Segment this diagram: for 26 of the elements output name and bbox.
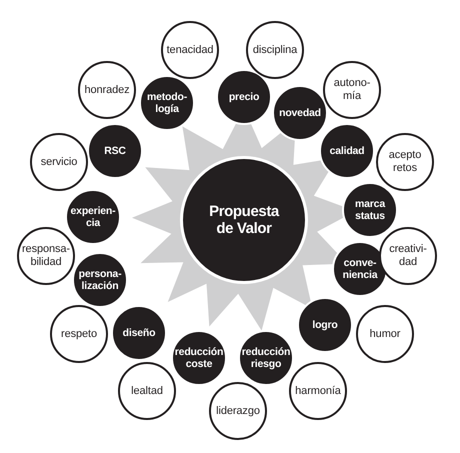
concept-circle: creativi- dad (379, 227, 437, 285)
concept-circle: calidad (319, 123, 375, 179)
concept-circle: autono- mía (323, 61, 381, 119)
concept-circle: RSC (87, 123, 143, 179)
concept-circle: reducción riesgo (238, 330, 294, 386)
concept-circle: persona- lización (72, 252, 128, 308)
concept-circle: responsa- bilidad (17, 227, 75, 285)
concept-circle: precio (216, 69, 272, 125)
concept-circle: respeto (50, 305, 108, 363)
concept-circle: conve- niencia (332, 241, 388, 297)
concept-circle: marca status (342, 182, 398, 238)
concept-circle: humor (356, 305, 414, 363)
concept-circle: reducción coste (171, 330, 227, 386)
concept-circle: tenacidad (161, 21, 219, 79)
concept-circle: novedad (272, 85, 328, 141)
concept-circle: logro (297, 297, 353, 353)
concept-circle: disciplina (246, 21, 304, 79)
concept-circle: honradez (78, 61, 136, 119)
concept-circle: metodo- logía (139, 75, 195, 131)
concept-circle: liderazgo (209, 382, 267, 440)
concept-circle: acepto retos (376, 133, 434, 191)
concept-circle: lealtad (118, 362, 176, 420)
concept-circle: harmonía (289, 362, 347, 420)
concept-circle: experien- cia (65, 189, 121, 245)
concept-circle: servicio (30, 133, 88, 191)
concept-circle: diseño (111, 305, 167, 361)
